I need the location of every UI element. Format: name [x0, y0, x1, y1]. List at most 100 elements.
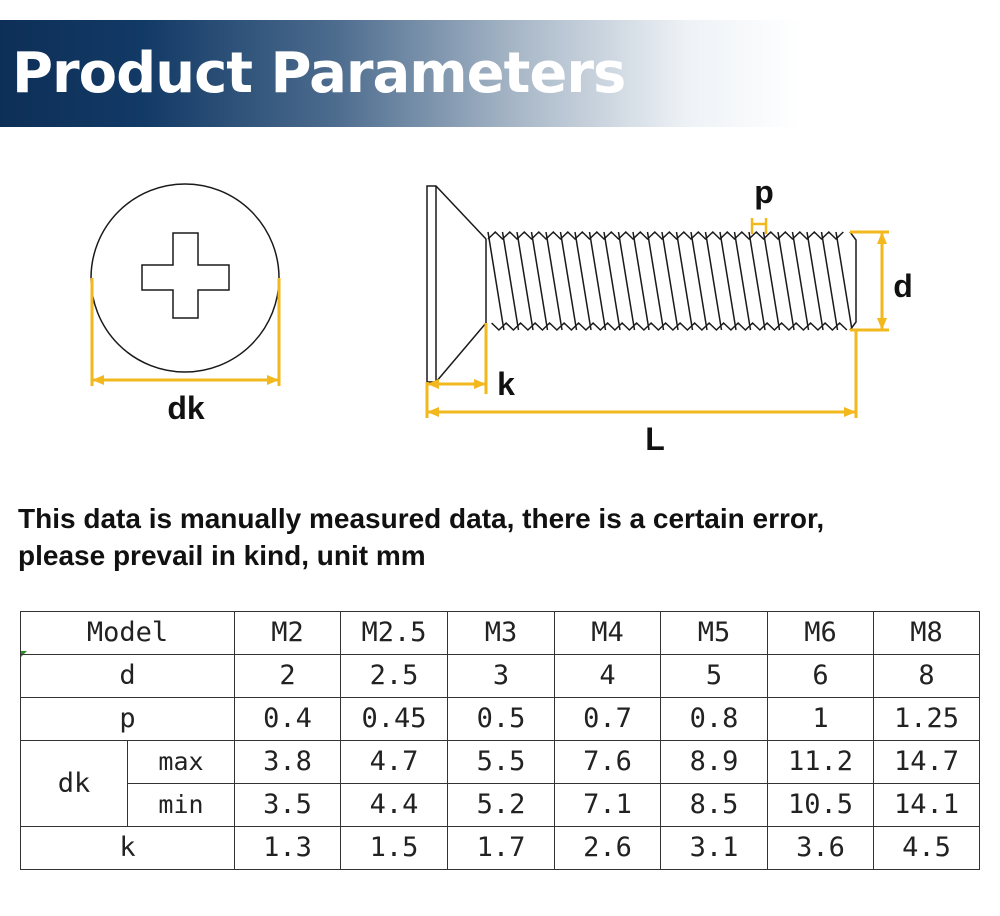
thread-line	[574, 231, 592, 331]
thread-line	[516, 231, 534, 331]
value-cell: 11.2	[767, 740, 874, 784]
value-cell: 0.5	[447, 697, 555, 741]
model-cell: M2.5	[340, 611, 448, 655]
value-cell: 8	[873, 654, 980, 698]
L-dimension	[425, 330, 858, 418]
value-cell: 1.3	[234, 826, 341, 870]
thread-edge	[487, 230, 844, 241]
dk-dimension	[90, 278, 281, 386]
thread-line	[806, 231, 824, 331]
thread-line	[487, 231, 505, 331]
value-cell: 14.7	[873, 740, 980, 784]
value-cell: 0.45	[340, 697, 448, 741]
p-row: p 0.4 0.45 0.5 0.7 0.8 1 1.25	[20, 697, 980, 741]
thread-line	[545, 231, 563, 331]
thread-line	[748, 231, 766, 331]
thread-line	[733, 231, 752, 331]
value-cell: 5.2	[447, 783, 555, 827]
value-cell: 1.25	[873, 697, 980, 741]
model-row: Model M2 M2.5 M3 M4 M5 M6 M8	[20, 611, 980, 655]
model-cell: M8	[873, 611, 980, 655]
phillips-cross-icon	[141, 232, 230, 319]
countersunk-head	[426, 185, 487, 383]
model-header-cell: Model	[20, 611, 235, 655]
thread-line	[632, 231, 650, 331]
note-line-1: This data is manually measured data, the…	[18, 503, 825, 534]
p-label: p	[754, 174, 774, 210]
dk-max-row: dk max 3.8 4.7 5.5 7.6 8.9 11.2 14.7	[20, 740, 980, 827]
thread-line	[791, 231, 810, 331]
row-header-cell: k	[20, 826, 235, 870]
value-cell: 2.6	[554, 826, 661, 870]
thread-line	[835, 231, 853, 331]
row-header-cell: d	[20, 654, 235, 698]
model-cell: M4	[554, 611, 661, 655]
d-dimension	[850, 230, 889, 332]
note-line-2: please prevail in kind, unit mm	[18, 540, 426, 571]
value-cell: 1.5	[340, 826, 448, 870]
dk-min-row: min 3.5 4.4 5.2 7.1 8.5 10.5 14.1	[21, 783, 980, 827]
model-cell: M3	[447, 611, 555, 655]
value-cell: 0.4	[234, 697, 341, 741]
thread-line	[690, 231, 708, 331]
thread-pattern	[487, 230, 857, 332]
screw-tip	[849, 231, 857, 331]
thread-line	[501, 231, 520, 331]
screw-side-view	[426, 185, 857, 383]
thread-line	[603, 231, 621, 331]
value-cell: 4.5	[873, 826, 980, 870]
value-cell: 7.1	[554, 783, 661, 827]
thread-line	[719, 231, 737, 331]
thread-line	[704, 231, 723, 331]
value-cell: 2.5	[340, 654, 448, 698]
page-title: Product Parameters	[12, 41, 626, 106]
thread-line	[661, 231, 679, 331]
thread-line	[530, 231, 549, 331]
value-cell: 10.5	[767, 783, 874, 827]
row-header-cell: p	[20, 697, 235, 741]
value-cell: 2	[234, 654, 341, 698]
L-label: L	[645, 421, 665, 457]
d-label: d	[893, 268, 913, 304]
thread-edge	[491, 321, 848, 332]
header-banner: Product Parameters	[0, 20, 800, 127]
value-cell: 3.8	[234, 740, 341, 784]
sub-header-cell: max	[127, 740, 235, 784]
value-cell: 6	[767, 654, 874, 698]
value-cell: 4.7	[340, 740, 448, 784]
thread-line	[588, 231, 607, 331]
screw-diagram: dk d p k L	[90, 174, 913, 457]
p-dimension	[750, 218, 768, 234]
value-cell: 1	[767, 697, 874, 741]
measurement-note: This data is manually measured data, the…	[18, 500, 988, 574]
k-dimension	[427, 323, 488, 394]
k-row: k 1.3 1.5 1.7 2.6 3.1 3.6 4.5	[20, 826, 980, 870]
value-cell: 7.6	[554, 740, 661, 784]
value-cell: 8.5	[660, 783, 768, 827]
thread-line	[762, 231, 781, 331]
thread-line	[617, 231, 636, 331]
value-cell: 0.8	[660, 697, 768, 741]
thread-line	[820, 231, 839, 331]
screw-head-top-view	[90, 183, 280, 373]
model-cell: M6	[767, 611, 874, 655]
model-cell: M2	[234, 611, 341, 655]
thread-line	[646, 231, 665, 331]
value-cell: 3.6	[767, 826, 874, 870]
value-cell: 4.4	[340, 783, 448, 827]
thread-line	[559, 231, 578, 331]
value-cell: 4	[554, 654, 661, 698]
d-row: d 2 2.5 3 4 5 6 8	[20, 654, 980, 698]
value-cell: 0.7	[554, 697, 661, 741]
value-cell: 3	[447, 654, 555, 698]
value-cell: 3.1	[660, 826, 768, 870]
dk-label: dk	[167, 390, 205, 426]
value-cell: 5	[660, 654, 768, 698]
value-cell: 3.5	[234, 783, 341, 827]
value-cell: 8.9	[660, 740, 768, 784]
value-cell: 1.7	[447, 826, 555, 870]
k-label: k	[497, 366, 515, 402]
sub-header-cell: min	[127, 783, 235, 827]
value-cell: 14.1	[873, 783, 980, 827]
parameter-table: Model M2 M2.5 M3 M4 M5 M6 M8 d 2 2.5 3 4…	[20, 611, 980, 870]
